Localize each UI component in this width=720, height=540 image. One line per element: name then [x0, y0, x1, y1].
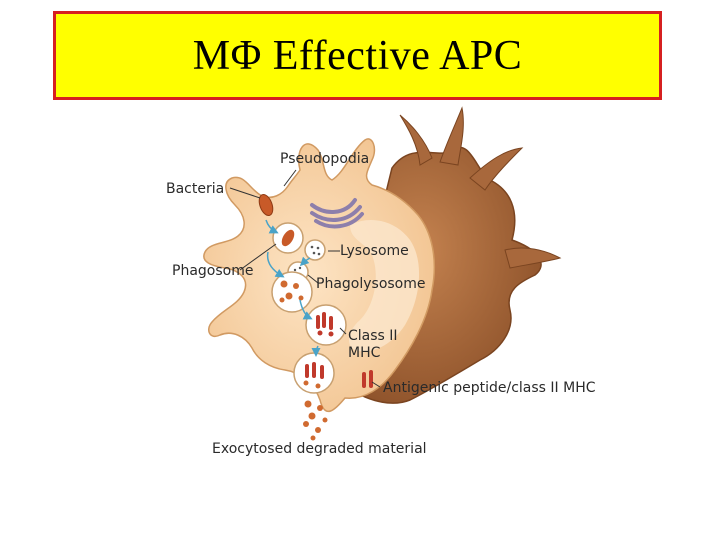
label-phagolysosome: Phagolysosome	[316, 276, 426, 292]
golgi-apparatus	[310, 198, 364, 229]
lysosome-granules	[310, 245, 321, 256]
label-class-ii: Class II	[348, 328, 398, 344]
label-phagosome: Phagosome	[172, 263, 254, 279]
label-mhc: MHC	[348, 345, 381, 361]
label-antigenic-peptide: Antigenic peptide/class II MHC	[383, 380, 596, 396]
label-pseudopodia: Pseudopodia	[280, 151, 370, 167]
cytoplasm-zone	[348, 220, 420, 352]
label-exocytosed: Exocytosed degraded material	[212, 441, 427, 457]
label-lysosome: Lysosome	[340, 243, 409, 259]
lysosome	[304, 239, 326, 261]
pathway-arrows	[265, 219, 321, 357]
nucleus-spike-3	[504, 247, 562, 269]
label-bacteria: Bacteria	[166, 181, 225, 197]
phagolysosome	[271, 271, 313, 313]
nucleus-spike-1	[439, 106, 464, 166]
nucleus-spike-4	[399, 114, 433, 166]
class-ii-mhc-molecules	[316, 312, 334, 337]
slide-title: MΦ Effective APC	[192, 32, 523, 79]
nucleus-spike-2	[469, 147, 524, 191]
surface-peptide-mhc	[362, 370, 373, 388]
degraded-fragments	[279, 280, 304, 303]
exocytosed-particles	[303, 400, 328, 441]
title-banner: MΦ Effective APC	[53, 11, 662, 100]
phagosome-bacterium	[281, 229, 295, 247]
bacterium-outside	[258, 193, 274, 217]
